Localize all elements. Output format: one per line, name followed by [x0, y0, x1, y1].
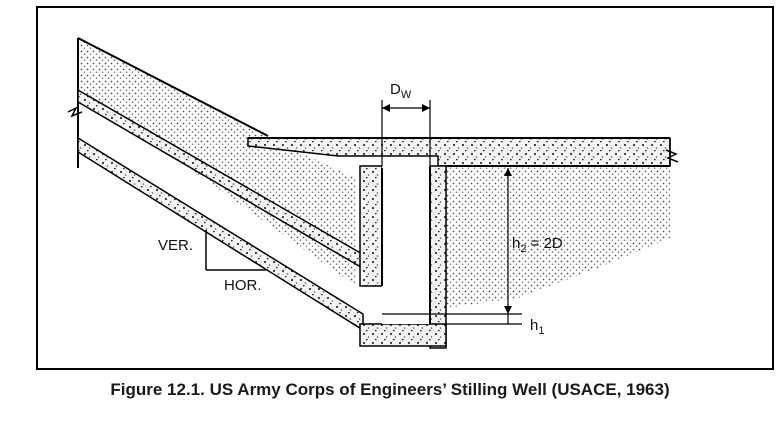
diagram-frame: DW h2 = 2D h1 VER. HOR.: [36, 6, 774, 370]
hor-label: HOR.: [224, 277, 262, 294]
stilling-well-diagram: DW h2 = 2D h1 VER. HOR.: [67, 37, 679, 349]
ver-label: VER.: [158, 237, 193, 254]
figure-caption: Figure 12.1. US Army Corps of Engineers’…: [110, 380, 670, 399]
embankment-soil: [78, 38, 356, 286]
well-left-wall: [359, 165, 383, 287]
well-bottom-slab: [359, 323, 447, 347]
right-soil: [446, 166, 670, 308]
embankment-outline: [77, 37, 269, 137]
well-right-wall: [429, 165, 447, 349]
dw-label: DW: [390, 81, 412, 101]
break-mark-right: [665, 149, 679, 163]
well-interior: [382, 166, 430, 324]
h2-label: h2 = 2D: [512, 235, 563, 255]
break-mark-left: [67, 106, 83, 118]
h1-label: h1: [530, 317, 544, 337]
